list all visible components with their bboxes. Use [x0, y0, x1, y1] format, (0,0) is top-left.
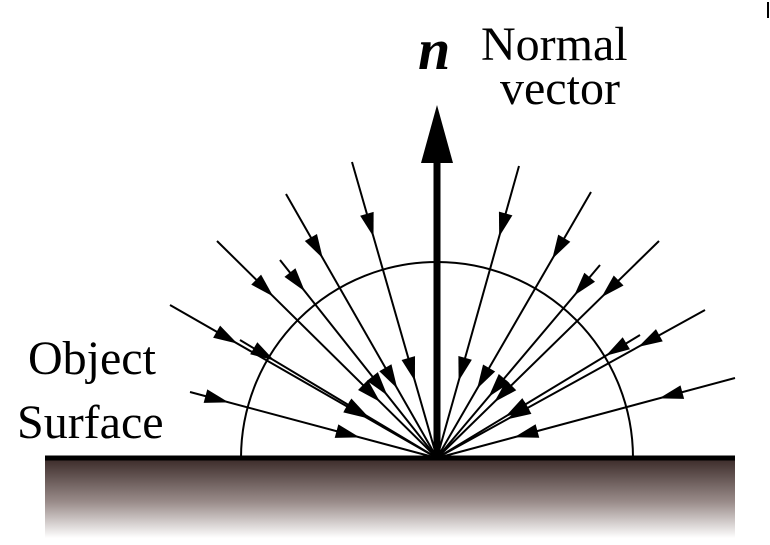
- incoming-ray-6: [436, 165, 520, 459]
- incoming-ray-7: [436, 191, 592, 459]
- normal-vector-arrow: [421, 105, 453, 456]
- incoming-ray-12: [436, 264, 601, 459]
- incoming-rays: [169, 161, 736, 459]
- incoming-ray-10: [436, 377, 736, 459]
- incoming-ray-8: [436, 240, 660, 459]
- incoming-ray-3: [216, 240, 438, 459]
- incoming-ray-11: [279, 259, 438, 459]
- normal-label-line2: vector: [500, 62, 620, 115]
- incoming-ray-4: [285, 193, 438, 459]
- incoming-ray-14: [436, 334, 641, 459]
- normal-label-line1: Normal: [481, 18, 628, 71]
- incoming-ray-1: [189, 389, 438, 459]
- incoming-ray-9: [436, 309, 706, 459]
- incoming-ray-5: [351, 161, 438, 459]
- normal-symbol: n: [418, 17, 450, 82]
- surface-label-line1: Object: [28, 332, 157, 385]
- surface-label-line2: Surface: [17, 396, 164, 449]
- object-surface-body: [45, 458, 735, 538]
- incoming-ray-13: [239, 339, 438, 459]
